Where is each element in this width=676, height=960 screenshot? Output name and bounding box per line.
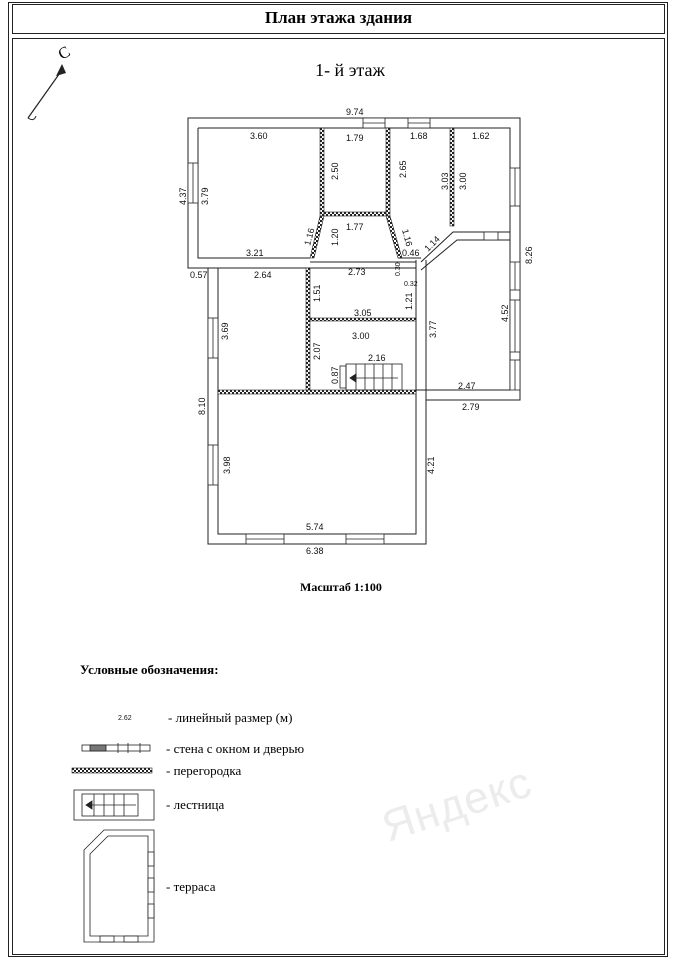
north-arrow-icon: С [27,43,74,121]
dim-label: 3.21 [246,248,264,258]
dim-label: 2.65 [398,160,408,178]
dim-label: 4.52 [500,304,510,322]
partition-legend-icon [71,767,153,774]
wall-legend-icon [81,743,151,753]
dim-label: 9.74 [346,107,364,117]
dim-label: 1.51 [312,284,322,302]
dim-label: 6.38 [306,546,324,556]
dim-label: 2.73 [348,267,366,277]
dim-label: 1.16 [400,228,414,248]
dim-label: 2.07 [312,342,322,360]
stairs [339,363,403,391]
terrace-legend-icon [83,829,155,943]
dim-label: 2.79 [462,402,480,412]
legend-sample-dim: 2.62 [118,715,132,722]
legend-stairs-text: - лестница [166,797,225,812]
dim-label: 2.50 [330,162,340,180]
legend-symbols: 2.62 [71,715,155,943]
dim-label: 3.05 [354,308,372,318]
scale-label: Масштаб 1:100 [300,580,382,594]
partitions [217,127,455,395]
dim-label: 3.79 [200,187,210,205]
drawing-frame [8,2,668,957]
stairs-legend-icon [73,789,155,821]
dim-label: 3.77 [428,320,438,338]
interior-lines [310,257,510,391]
dim-label: 2.47 [458,381,476,391]
dim-label: 0.46 [402,248,420,258]
dim-label: 8.26 [524,246,534,264]
legend-dimension-text: - линейный размер (м) [168,710,293,725]
dim-label: 0.30 [395,262,402,276]
compass-letter: С [56,43,74,63]
dim-label: 3.00 [352,331,370,341]
dim-label: 2.64 [254,270,272,280]
dim-label: 0.32 [404,281,418,288]
dim-label: 5.74 [306,522,324,532]
dim-label: 1.21 [404,292,414,310]
legend-wall-text: - стена с окном и дверью [166,741,305,756]
windows [187,117,521,545]
dim-label: 3.03 [440,172,450,190]
dim-label: 4.37 [178,187,188,205]
dim-label: 0.87 [330,366,340,384]
dim-label: 3.00 [458,172,468,190]
dim-label: 0.57 [190,270,208,280]
dim-label: 1.62 [472,131,490,141]
floor-title: 1- й этаж [315,60,385,80]
drawing-area [12,38,665,955]
dim-label: 8.10 [197,397,207,415]
dim-label: 1.77 [346,222,364,232]
dim-label: 1.14 [422,234,441,253]
dim-label: 1.16 [302,227,316,247]
dim-label: 1.79 [346,133,364,143]
legend-partition-text: - перегородка [166,763,242,778]
page-title: План этажа здания [264,8,413,27]
dim-label: 2.16 [368,353,386,363]
legend-terrace-text: - терраса [166,879,216,894]
legend-title: Условные обозначения: [80,662,219,677]
dim-label: 3.98 [222,456,232,474]
dim-label: 1.68 [410,131,428,141]
dim-label: 3.60 [250,131,268,141]
dim-label: 3.69 [220,322,230,340]
dimension-labels: 9.74 3.60 1.79 1.68 1.62 4.37 3.79 2.50 … [178,107,534,556]
title-bar [12,4,665,34]
dim-label: 4.21 [426,456,436,474]
dim-label: 1.20 [330,228,340,246]
